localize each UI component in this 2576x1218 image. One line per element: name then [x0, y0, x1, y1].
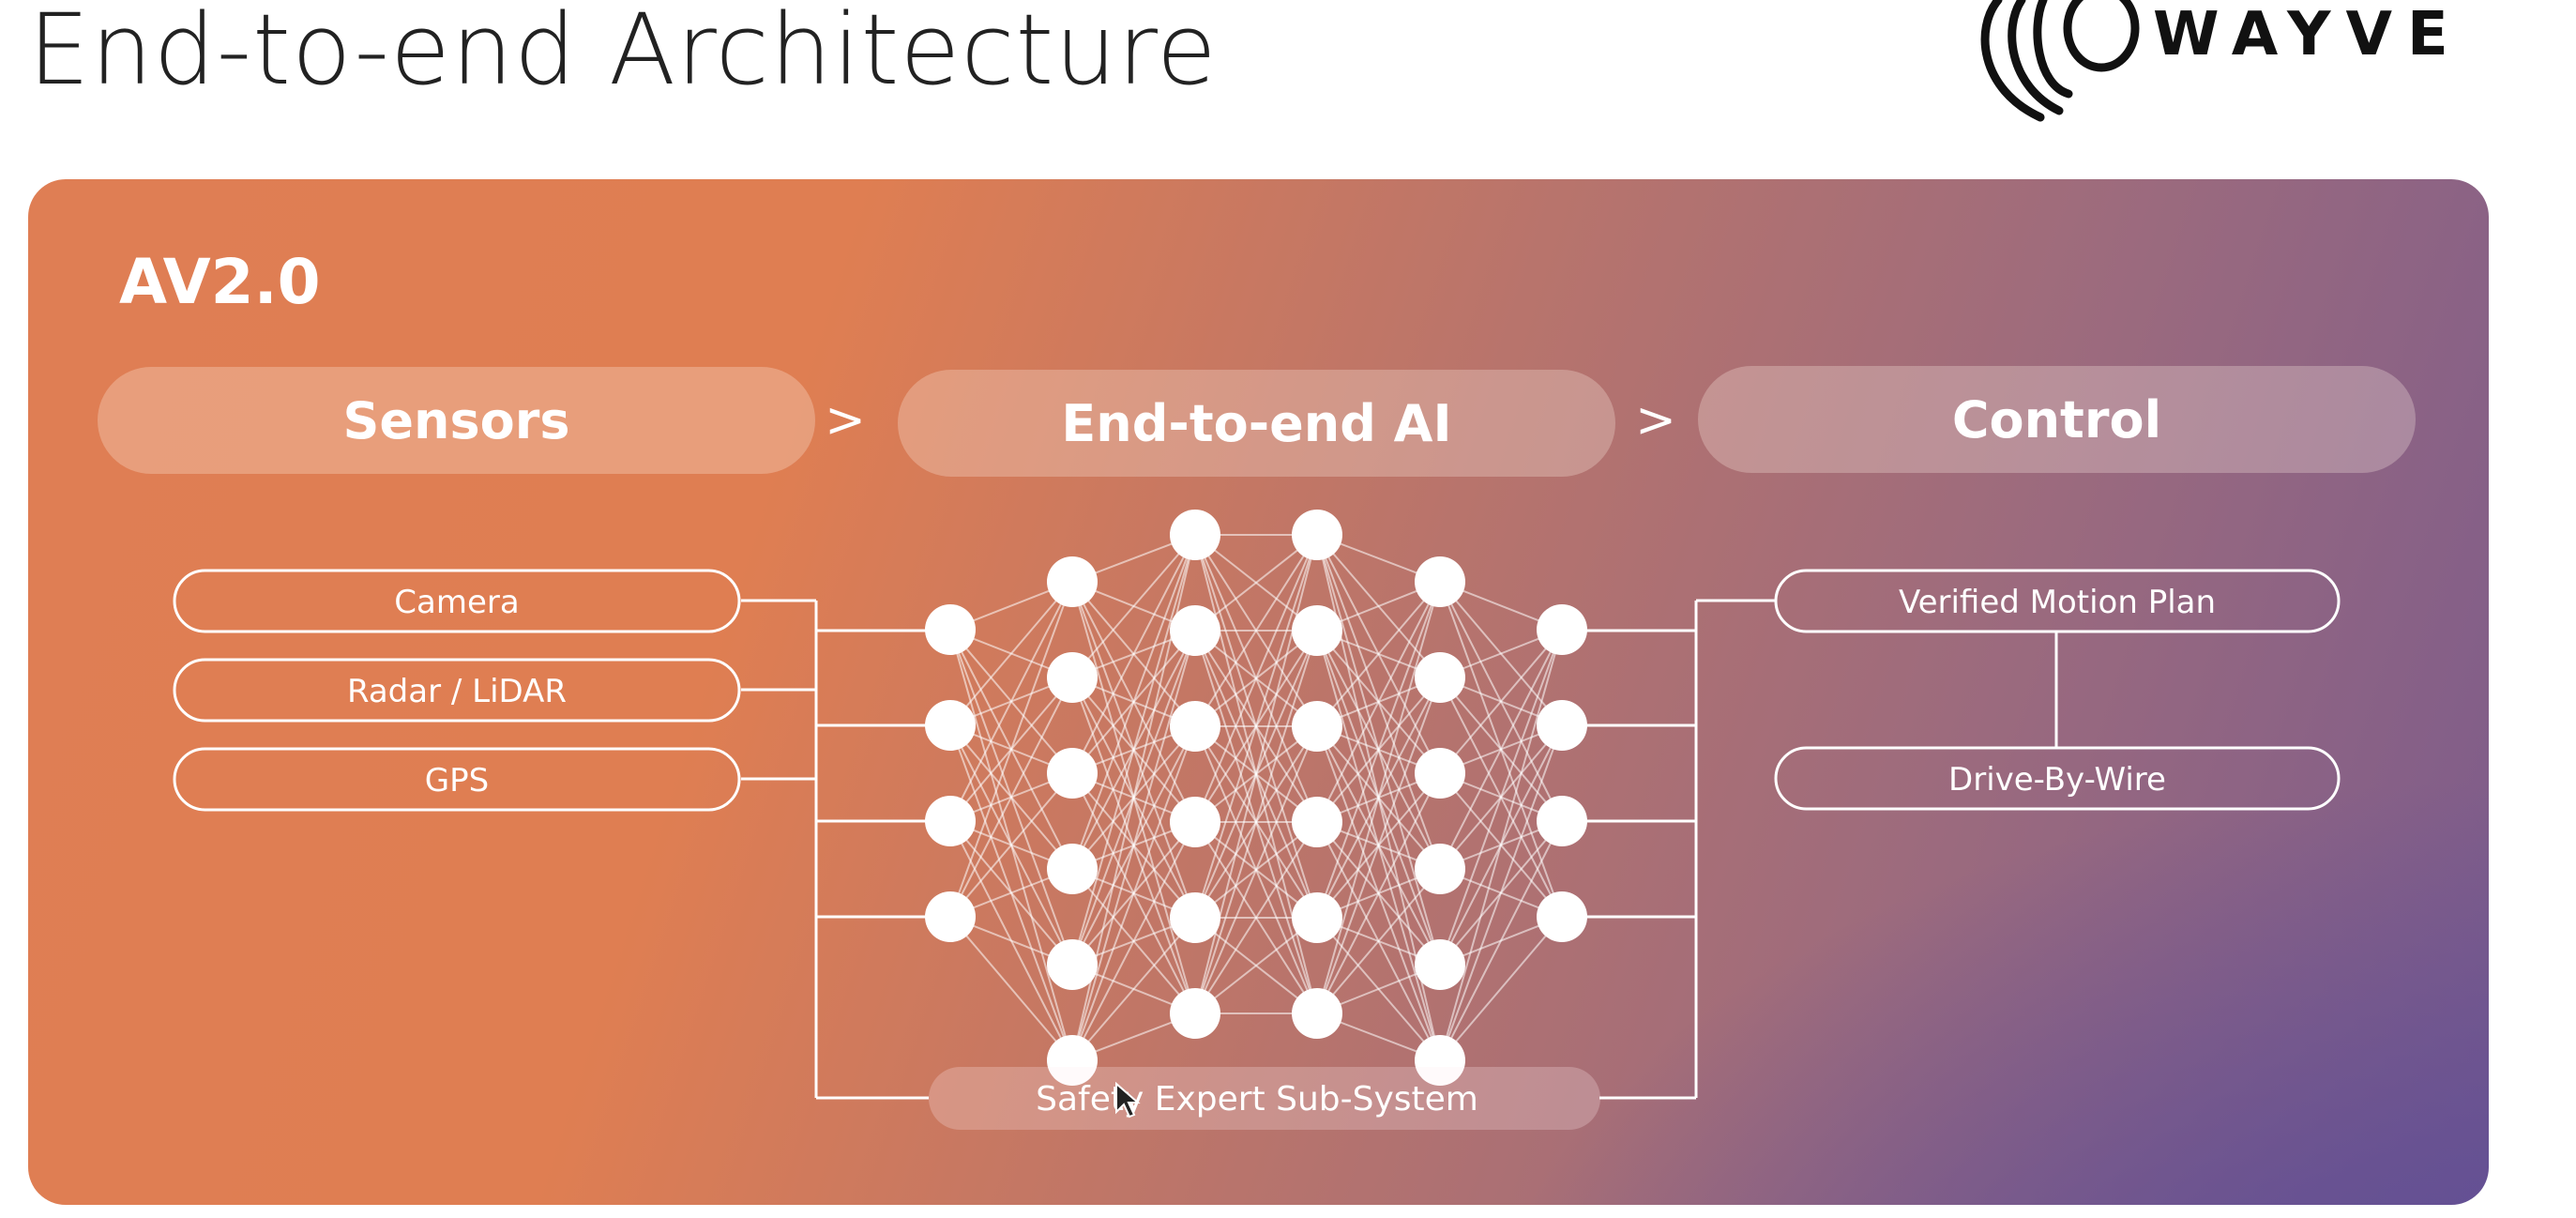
- network-node: [1047, 1035, 1098, 1086]
- network-node: [1292, 510, 1342, 560]
- network-edge: [1439, 629, 1563, 870]
- network-node: [1292, 701, 1342, 752]
- network-edge: [1071, 821, 1196, 1061]
- network-edge: [949, 916, 1073, 1061]
- network-edge: [1439, 916, 1563, 1061]
- network-edge: [1194, 534, 1318, 632]
- network-node: [1170, 510, 1220, 560]
- network-edge: [1194, 534, 1318, 1014]
- network-edge: [949, 581, 1073, 726]
- network-edge: [949, 581, 1073, 822]
- network-edge: [1316, 581, 1441, 1014]
- wayve-logo: WAYVE: [1970, 0, 2495, 122]
- network-edge: [1194, 630, 1318, 1014]
- network-node: [1415, 1035, 1465, 1086]
- input-label: Radar / LiDAR: [347, 673, 567, 710]
- network-edge: [1194, 534, 1318, 823]
- network-node: [1170, 701, 1220, 752]
- stage-control: Control: [1698, 366, 2416, 473]
- network-node: [1047, 652, 1098, 703]
- network-node: [1047, 844, 1098, 894]
- connector-lines: [741, 599, 2058, 1100]
- architecture-panel: [28, 179, 2489, 1205]
- network-edge: [1071, 630, 1196, 1061]
- network-node: [1170, 605, 1220, 656]
- network-edge: [1194, 534, 1318, 727]
- stage-sensors: Sensors: [98, 367, 815, 474]
- output-label: Drive-By-Wire: [1948, 761, 2166, 799]
- safety-expert-label: Safety Expert Sub-System: [1036, 1080, 1478, 1119]
- input-radar-lidar: Radar / LiDAR: [173, 658, 741, 723]
- output-label: Verified Motion Plan: [1899, 584, 2216, 621]
- stage-arrow-icon: >: [825, 392, 866, 449]
- network-node: [1047, 556, 1098, 607]
- input-camera: Camera: [173, 569, 741, 633]
- network-edge: [1071, 534, 1196, 870]
- network-edge: [1194, 821, 1318, 1014]
- output-drive-by-wire: Drive-By-Wire: [1774, 746, 2341, 811]
- network-nodes: [925, 510, 1587, 1086]
- network-edge: [1071, 534, 1196, 966]
- network-edge: [949, 677, 1073, 918]
- network-node: [1292, 797, 1342, 847]
- network-edge: [1071, 534, 1196, 774]
- network-edge: [1439, 820, 1563, 1061]
- network-edge: [1194, 725, 1318, 1014]
- network-node: [1170, 797, 1220, 847]
- network-edge: [949, 772, 1073, 918]
- network-node: [1292, 892, 1342, 943]
- network-node: [1415, 556, 1465, 607]
- network-node: [1415, 939, 1465, 990]
- network-edge: [1316, 677, 1441, 1014]
- network-node: [1170, 988, 1220, 1039]
- input-gps: GPS: [173, 747, 741, 812]
- panel-heading: AV2.0: [119, 246, 321, 318]
- network-edge: [1316, 868, 1441, 1014]
- network-edge: [1316, 772, 1441, 1014]
- network-edge: [1071, 725, 1196, 1061]
- input-label: GPS: [425, 762, 489, 799]
- network-edge: [1316, 581, 1441, 823]
- network-node: [1292, 605, 1342, 656]
- network-edge: [1439, 629, 1563, 1061]
- network-node: [1170, 892, 1220, 943]
- network-node: [1047, 748, 1098, 799]
- network-node: [1292, 988, 1342, 1039]
- mouse-cursor-icon: [1115, 1081, 1141, 1119]
- stage-arrow-icon: >: [1635, 392, 1676, 449]
- network-edge: [1439, 629, 1563, 966]
- network-edge: [1194, 917, 1318, 1014]
- network-edge: [1439, 724, 1563, 1061]
- network-node: [1415, 844, 1465, 894]
- network-edge: [1071, 917, 1196, 1061]
- network-node: [1415, 652, 1465, 703]
- network-edge: [1439, 629, 1563, 774]
- safety-expert-subsystem: Safety Expert Sub-System: [929, 1067, 1600, 1130]
- page-title: End-to-end Architecture: [28, 0, 1218, 107]
- network-node: [1415, 748, 1465, 799]
- network-edge: [1316, 581, 1441, 919]
- network-edge: [1071, 534, 1196, 678]
- wayve-logo-text: WAYVE: [2153, 0, 2463, 69]
- network-edge: [949, 581, 1073, 918]
- network-node: [1047, 939, 1098, 990]
- network-edge: [1316, 581, 1441, 727]
- output-verified-motion-plan: Verified Motion Plan: [1774, 569, 2341, 633]
- input-label: Camera: [394, 584, 519, 621]
- wayve-logo-mark-icon: [1980, 0, 2140, 122]
- network-edge: [1194, 534, 1318, 919]
- network-connections: [949, 534, 1563, 1061]
- stage-end-to-end-ai: End-to-end AI: [898, 370, 1615, 477]
